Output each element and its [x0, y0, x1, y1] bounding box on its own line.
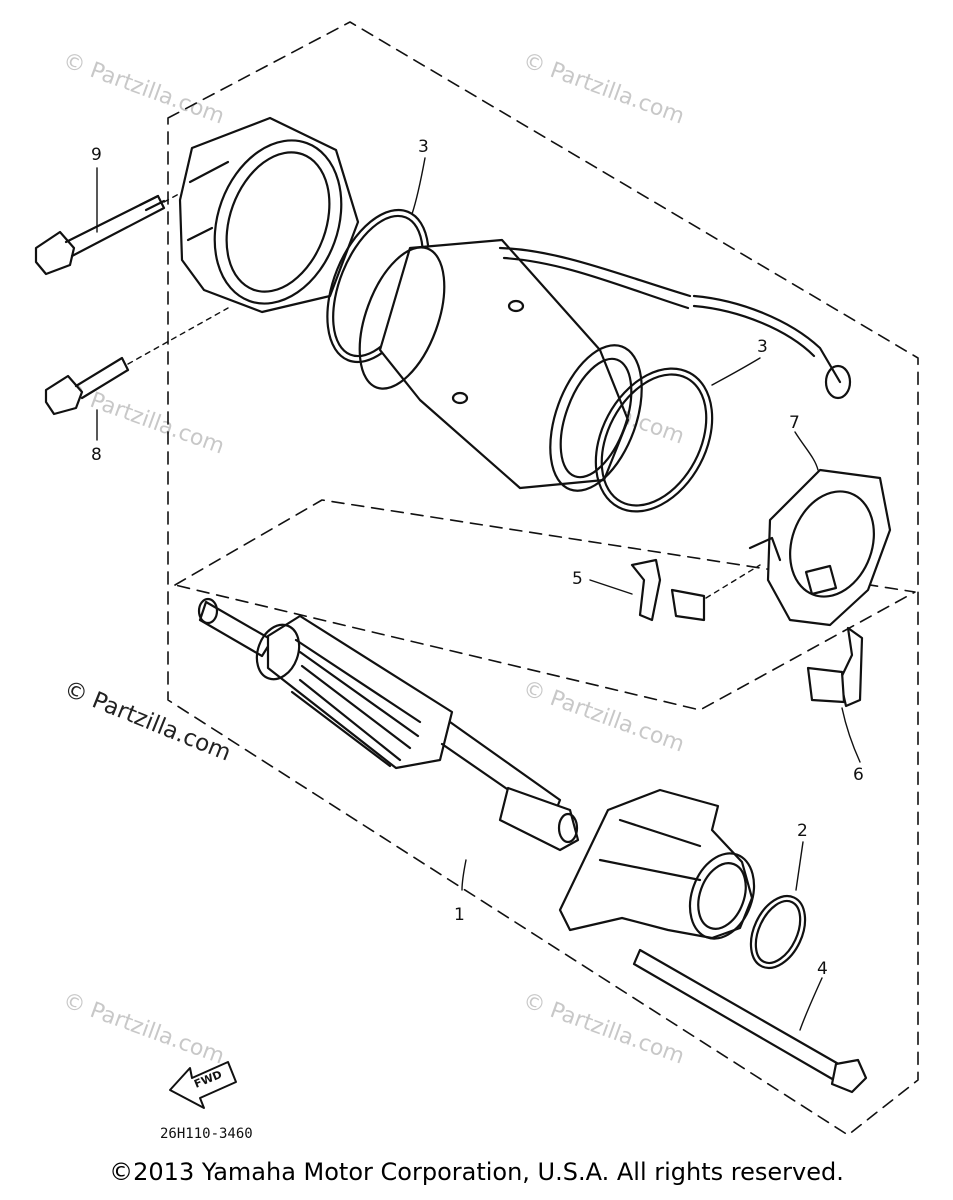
callout-3-lower: 3: [757, 337, 768, 357]
bolt-8: [44, 307, 229, 416]
brush-6: [806, 626, 864, 708]
rear-cover: [178, 116, 360, 314]
callout-7: 7: [789, 413, 800, 433]
through-bolt-4: [632, 948, 868, 1094]
brush-subassembly-boundary: [174, 499, 916, 711]
callout-3-upper: 3: [418, 137, 429, 157]
assembly-boundary: [167, 21, 919, 1136]
callout-1: 1: [454, 905, 465, 925]
copyright-notice: ©2013 Yamaha Motor Corporation, U.S.A. A…: [109, 1158, 844, 1186]
forward-arrow-icon: FWD: [169, 1061, 237, 1109]
o-ring-2: [749, 894, 807, 970]
callout-6: 6: [853, 765, 864, 785]
o-ring-3-lower: [594, 367, 714, 513]
bolt-9: [34, 187, 191, 276]
callout-4: 4: [817, 959, 828, 979]
diagram-code: 26H110-3460: [160, 1126, 253, 1142]
brush-plate-7: [748, 468, 892, 627]
front-cover: [558, 788, 756, 940]
callout-9: 9: [91, 145, 102, 165]
callout-2: 2: [797, 821, 808, 841]
callout-5: 5: [572, 569, 583, 589]
leader-lines: [96, 157, 861, 1031]
armature: [197, 597, 580, 852]
brush-5: [630, 558, 761, 622]
callout-8: 8: [91, 445, 102, 465]
